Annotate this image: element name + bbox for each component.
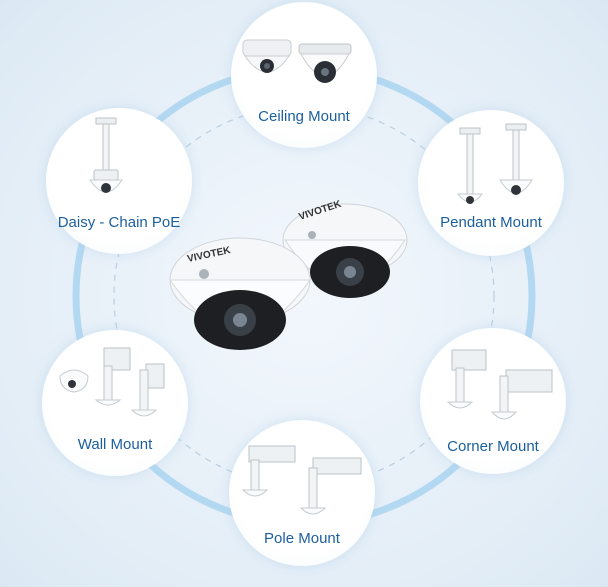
ceiling-mount-label: Ceiling Mount bbox=[258, 108, 350, 125]
daisy-chain-poe-label: Daisy - Chain PoE bbox=[57, 214, 181, 231]
wall-mount-label: Wall Mount bbox=[77, 436, 153, 453]
daisy-chain-poe-node[interactable]: Daisy - Chain PoE bbox=[46, 108, 192, 254]
pole-mount-icon bbox=[241, 445, 362, 515]
pole-mount-node[interactable]: Pole Mount bbox=[229, 420, 375, 566]
pendant-mount-node[interactable]: Pendant Mount bbox=[418, 110, 564, 256]
corner-mount-icon bbox=[446, 349, 553, 420]
corner-mount-node[interactable]: Corner Mount bbox=[420, 328, 566, 474]
wall-mount-icon bbox=[59, 347, 165, 417]
corner-mount-label: Corner Mount bbox=[447, 438, 539, 455]
daisy-chain-poe-icon bbox=[89, 117, 123, 193]
pendant-mount-icon bbox=[456, 123, 533, 204]
pendant-mount-label: Pendant Mount bbox=[440, 214, 542, 231]
wall-mount-node[interactable]: Wall Mount bbox=[42, 330, 188, 476]
ceiling-mount-icon bbox=[242, 39, 352, 83]
pole-mount-label: Pole Mount bbox=[264, 530, 340, 547]
ceiling-mount-node[interactable]: Ceiling Mount bbox=[231, 2, 377, 148]
dome-camera-icon: VIVOTEK VIVOTEK bbox=[169, 199, 408, 350]
